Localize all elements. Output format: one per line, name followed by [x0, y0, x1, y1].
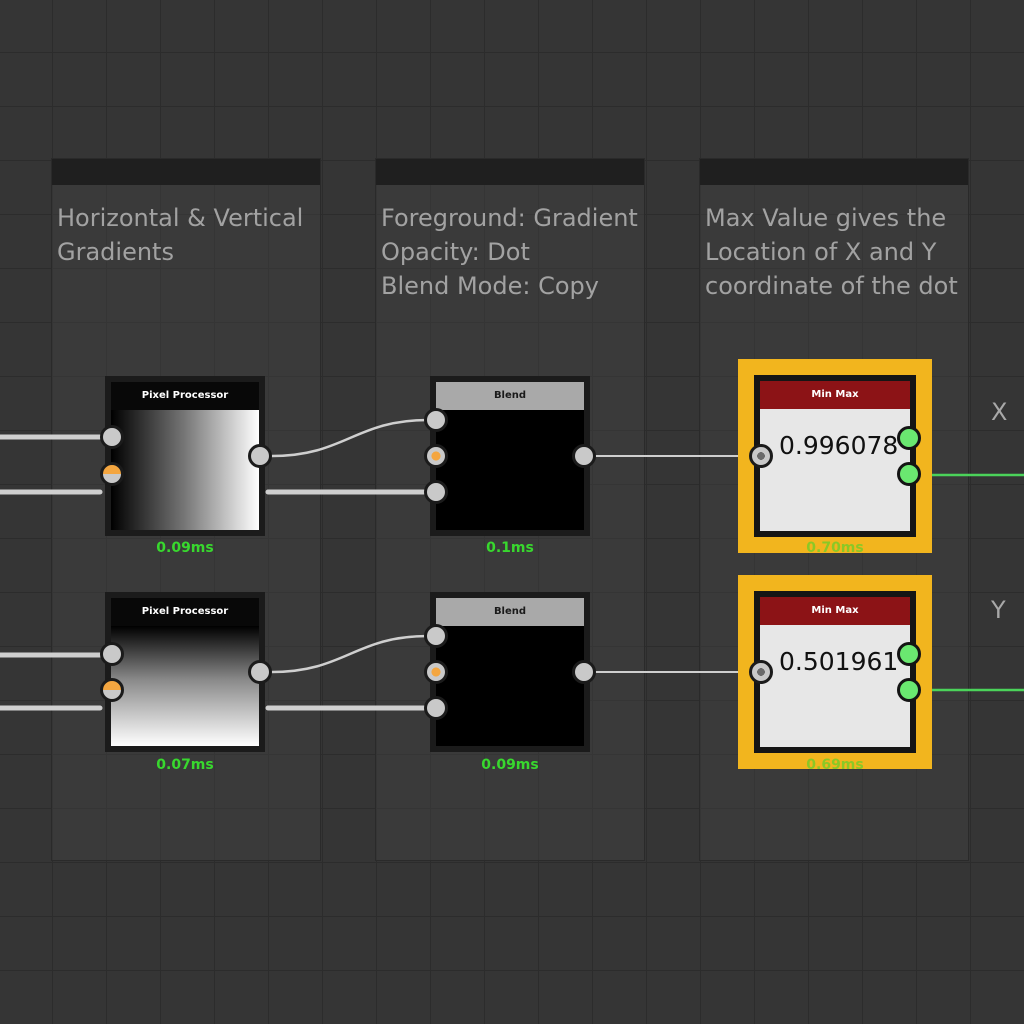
node-title: Min Max [760, 381, 910, 409]
frame-comment-text: Max Value gives the Location of X and Y … [705, 204, 958, 300]
blend-node[interactable]: Blend [430, 376, 590, 536]
input-socket[interactable] [749, 660, 773, 684]
frame-header[interactable] [700, 159, 968, 185]
background-input-socket[interactable] [424, 696, 448, 720]
node-time-label: 0.69ms [806, 757, 864, 773]
min-max-node[interactable]: Min Max 0.501961 [754, 591, 916, 753]
input-socket-parameter[interactable] [100, 678, 124, 702]
blend-thumbnail [436, 626, 584, 746]
vertical-gradient-thumbnail [111, 626, 259, 746]
output-x-label: X [991, 398, 1008, 426]
node-time-label: 0.09ms [481, 757, 539, 773]
max-output-socket[interactable] [897, 462, 921, 486]
blend-node[interactable]: Blend [430, 592, 590, 752]
output-socket[interactable] [572, 660, 596, 684]
background-input-socket[interactable] [424, 480, 448, 504]
node-time-label: 0.70ms [806, 540, 864, 556]
output-socket[interactable] [248, 444, 272, 468]
max-output-socket[interactable] [897, 678, 921, 702]
frame-comment-text: Horizontal & Vertical Gradients [57, 204, 304, 266]
opacity-input-socket[interactable] [424, 660, 448, 684]
input-socket[interactable] [749, 444, 773, 468]
min-max-node[interactable]: Min Max 0.996078 [754, 375, 916, 537]
value-display: 0.996078 [760, 409, 910, 531]
frame-comment-text: Foreground: Gradient Opacity: Dot Blend … [381, 204, 638, 300]
frame-header[interactable] [52, 159, 320, 185]
node-title: Blend [436, 598, 584, 626]
node-title: Pixel Processor [111, 382, 259, 410]
blend-thumbnail [436, 410, 584, 530]
value-display: 0.501961 [760, 625, 910, 747]
pixel-processor-node[interactable]: Pixel Processor [105, 592, 265, 752]
input-socket[interactable] [100, 642, 124, 666]
input-socket-parameter[interactable] [100, 462, 124, 486]
frame-header[interactable] [376, 159, 644, 185]
wire-pp1-blend1 [270, 418, 430, 458]
node-title: Min Max [760, 597, 910, 625]
node-time-label: 0.07ms [156, 757, 214, 773]
min-output-socket[interactable] [897, 426, 921, 450]
output-socket[interactable] [572, 444, 596, 468]
foreground-input-socket[interactable] [424, 408, 448, 432]
node-title: Blend [436, 382, 584, 410]
output-socket[interactable] [248, 660, 272, 684]
max-value: 0.501961 [779, 647, 899, 676]
input-socket[interactable] [100, 425, 124, 449]
min-max-node-selected[interactable]: Min Max 0.996078 [738, 359, 932, 553]
max-value: 0.996078 [779, 431, 899, 460]
node-time-label: 0.09ms [156, 540, 214, 556]
foreground-input-socket[interactable] [424, 624, 448, 648]
pixel-processor-node[interactable]: Pixel Processor [105, 376, 265, 536]
min-output-socket[interactable] [897, 642, 921, 666]
output-y-label: Y [991, 596, 1006, 624]
node-title: Pixel Processor [111, 598, 259, 626]
horizontal-gradient-thumbnail [111, 410, 259, 530]
wire-pp2-blend2 [270, 634, 430, 674]
opacity-input-socket[interactable] [424, 444, 448, 468]
node-time-label: 0.1ms [486, 540, 534, 556]
